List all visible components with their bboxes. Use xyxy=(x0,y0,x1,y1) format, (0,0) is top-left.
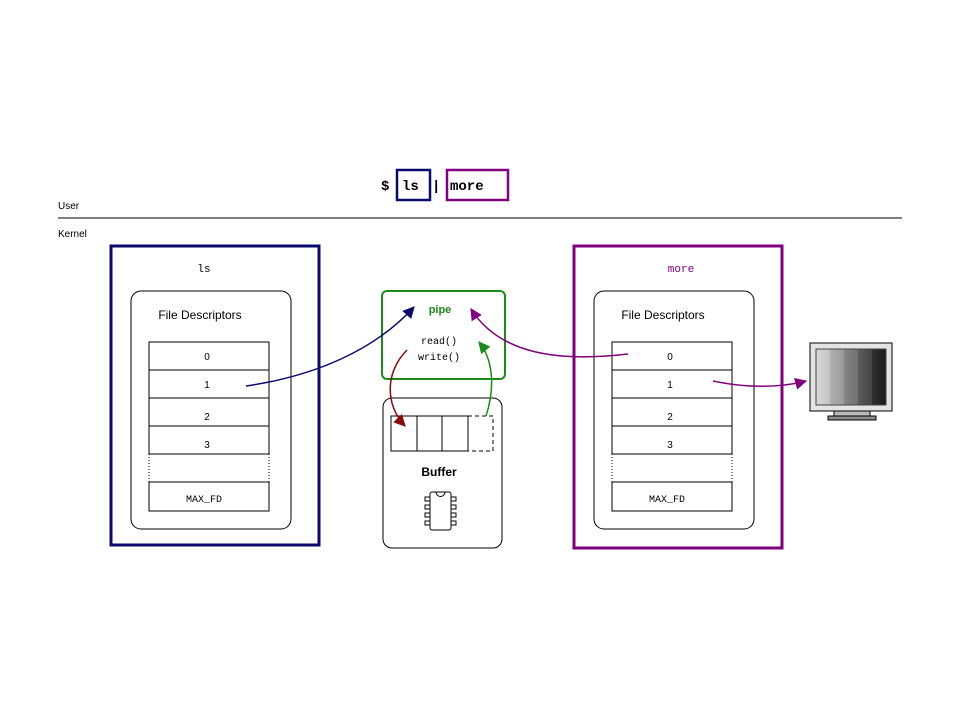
pipe-write-label: write() xyxy=(418,352,460,364)
ls-process-title: ls xyxy=(197,264,210,276)
pipe-to-more-stdin-arrow xyxy=(470,307,629,358)
buffer-box xyxy=(382,397,503,549)
ls-process-box xyxy=(109,244,321,547)
kernel-region-label: Kernel xyxy=(58,229,87,240)
more-process: more File Descriptors 0 1 2 3 MAX_FD xyxy=(572,244,784,550)
command-line: $ ls | more xyxy=(381,168,510,202)
chip-icon xyxy=(424,491,457,531)
more-fd-max: MAX_FD xyxy=(649,495,685,506)
pipe-title: pipe xyxy=(429,304,452,316)
pipe: pipe read() write() xyxy=(381,290,506,380)
ls-command-box xyxy=(395,168,432,202)
read-from-buffer-arrow xyxy=(389,349,408,427)
ls-fd-3: 3 xyxy=(204,440,210,451)
more-process-box xyxy=(572,244,784,550)
pipe-read-label: read() xyxy=(421,336,457,348)
more-fd-table: 0 1 2 3 MAX_FD xyxy=(611,341,733,512)
more-fd-0: 0 xyxy=(667,352,673,363)
more-fd-2: 2 xyxy=(667,412,673,423)
ls-command-text: ls xyxy=(402,179,419,195)
more-fd-1: 1 xyxy=(667,380,673,391)
ls-fd-1: 1 xyxy=(204,380,210,391)
more-command-box xyxy=(445,168,510,202)
ls-process: ls File Descriptors 0 1 2 3 MAX_FD xyxy=(109,244,321,547)
more-fd-panel xyxy=(593,290,755,530)
buffer-slots xyxy=(390,415,494,452)
user-region-label: User xyxy=(58,201,80,212)
monitor-icon xyxy=(809,342,893,421)
ls-fd-2: 2 xyxy=(204,412,210,423)
ls-fd-title: File Descriptors xyxy=(158,308,241,322)
pipe-symbol: | xyxy=(432,179,440,195)
data-flow-arrows xyxy=(245,306,808,427)
buffer: Buffer xyxy=(382,397,503,549)
buffer-label: Buffer xyxy=(421,465,457,479)
more-stdout-to-monitor-arrow xyxy=(712,378,808,390)
write-to-buffer-arrow xyxy=(478,341,493,417)
more-fd-3: 3 xyxy=(667,440,673,451)
ls-fd-0: 0 xyxy=(204,352,210,363)
more-fd-title: File Descriptors xyxy=(621,308,704,322)
ls-fd-panel xyxy=(130,290,292,530)
more-process-title: more xyxy=(668,264,694,276)
ls-fd-max: MAX_FD xyxy=(186,495,222,506)
ls-fd-table: 0 1 2 3 MAX_FD xyxy=(148,341,270,512)
prompt-symbol: $ xyxy=(381,179,389,195)
more-command-text: more xyxy=(450,179,484,195)
ls-stdout-to-pipe-arrow xyxy=(245,306,415,387)
